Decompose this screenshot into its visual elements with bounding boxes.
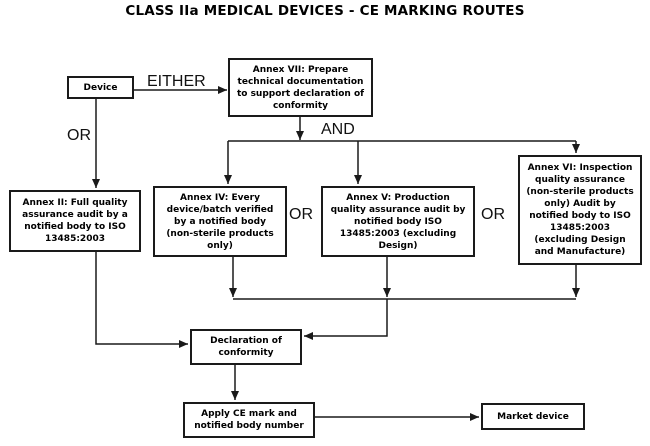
edge-label-or-right: OR <box>481 206 505 223</box>
node-annex-ii-label: Annex II: Full quality assurance audit b… <box>22 198 128 244</box>
node-device-label: Device <box>83 82 118 93</box>
node-annex-iv-label: Annex IV: Every device/batch verified by… <box>166 192 274 251</box>
node-apply-ce-mark-label: Apply CE mark and notified body number <box>194 409 304 431</box>
node-market-device-label: Market device <box>497 411 569 422</box>
edge-label-and: AND <box>321 121 355 138</box>
node-declaration-label: Declaration of conformity <box>210 336 282 358</box>
node-declaration-of-conformity: Declaration of conformity <box>190 329 302 365</box>
edge-label-either: EITHER <box>147 73 206 90</box>
node-annex-vii-label: Annex VII: Prepare technical documentati… <box>236 64 365 111</box>
node-annex-iv: Annex IV: Every device/batch verified by… <box>153 186 287 257</box>
diagram-title: CLASS IIa MEDICAL DEVICES - CE MARKING R… <box>125 3 525 19</box>
node-annex-vi: Annex VI: Inspection quality assurance (… <box>518 155 642 265</box>
node-annex-vi-label: Annex VI: Inspection quality assurance (… <box>526 163 634 257</box>
node-annex-v: Annex V: Production quality assurance au… <box>321 186 475 257</box>
arrow-annex2-to-declaration <box>95 252 188 348</box>
node-annex-v-label: Annex V: Production quality assurance au… <box>330 192 466 251</box>
edge-label-or-mid: OR <box>289 206 313 223</box>
node-apply-ce-mark: Apply CE mark and notified body number <box>183 402 315 438</box>
node-market-device: Market device <box>481 403 585 430</box>
node-annex-vii: Annex VII: Prepare technical documentati… <box>228 58 373 117</box>
edge-label-or-left: OR <box>67 127 91 144</box>
node-annex-ii: Annex II: Full quality assurance audit b… <box>9 190 141 252</box>
arrow-collector-to-declaration <box>304 299 388 340</box>
node-device: Device <box>67 76 134 99</box>
